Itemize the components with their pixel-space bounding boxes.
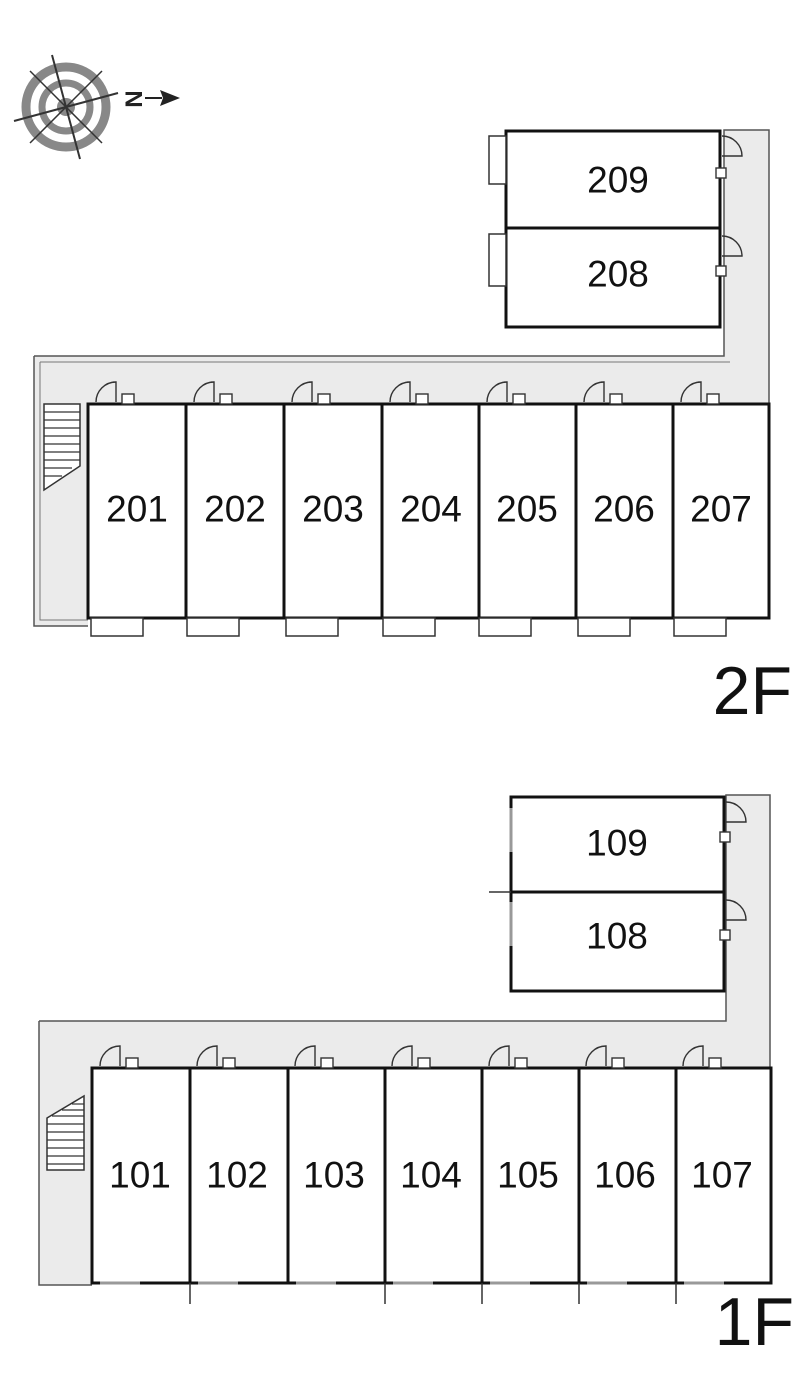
floor-label-2f: 2F bbox=[713, 653, 792, 729]
compass-icon: N bbox=[13, 54, 180, 160]
unit-107 bbox=[674, 1066, 773, 1285]
unit-label: 107 bbox=[691, 1155, 753, 1196]
unit-label: 207 bbox=[690, 489, 752, 530]
unit-205 bbox=[477, 402, 578, 620]
unit-row-2f bbox=[86, 402, 771, 620]
unit-label: 106 bbox=[594, 1155, 656, 1196]
unit-109 bbox=[509, 795, 726, 894]
stairs-2f bbox=[43, 403, 81, 492]
unit-102 bbox=[188, 1066, 290, 1285]
stairs-1f bbox=[46, 1094, 85, 1171]
unit-209 bbox=[504, 129, 722, 230]
door-icon bbox=[95, 381, 720, 405]
floor-2f: 209 208 201 202 203 204 205 206 207 bbox=[33, 129, 792, 729]
unit-label: 108 bbox=[586, 916, 648, 957]
unit-label: 204 bbox=[400, 489, 462, 530]
unit-label: 104 bbox=[400, 1155, 462, 1196]
unit-row-1f bbox=[90, 1066, 773, 1285]
unit-208 bbox=[504, 226, 722, 329]
unit-202 bbox=[184, 402, 286, 620]
floor-1f: 109 108 101 102 103 104 105 106 107 bbox=[38, 794, 794, 1360]
floor-label-1f: 1F bbox=[715, 1284, 794, 1360]
unit-label: 209 bbox=[587, 160, 649, 201]
unit-101 bbox=[90, 1066, 192, 1285]
unit-label: 102 bbox=[206, 1155, 268, 1196]
door-icon bbox=[99, 1045, 722, 1069]
unit-201 bbox=[86, 402, 188, 620]
door-icon bbox=[715, 135, 743, 277]
unit-label: 101 bbox=[109, 1155, 171, 1196]
door-icon bbox=[719, 801, 747, 941]
unit-207 bbox=[671, 402, 771, 620]
unit-203 bbox=[282, 402, 384, 620]
unit-label: 206 bbox=[593, 489, 655, 530]
unit-105 bbox=[480, 1066, 581, 1285]
unit-label: 103 bbox=[303, 1155, 365, 1196]
unit-label: 105 bbox=[497, 1155, 559, 1196]
unit-label: 205 bbox=[496, 489, 558, 530]
balcony bbox=[90, 617, 727, 637]
unit-label: 109 bbox=[586, 823, 648, 864]
unit-label: 208 bbox=[587, 254, 649, 295]
unit-label: 203 bbox=[302, 489, 364, 530]
unit-label: 201 bbox=[106, 489, 168, 530]
unit-label: 202 bbox=[204, 489, 266, 530]
compass-north-label: N bbox=[120, 90, 147, 107]
unit-103 bbox=[286, 1066, 387, 1285]
